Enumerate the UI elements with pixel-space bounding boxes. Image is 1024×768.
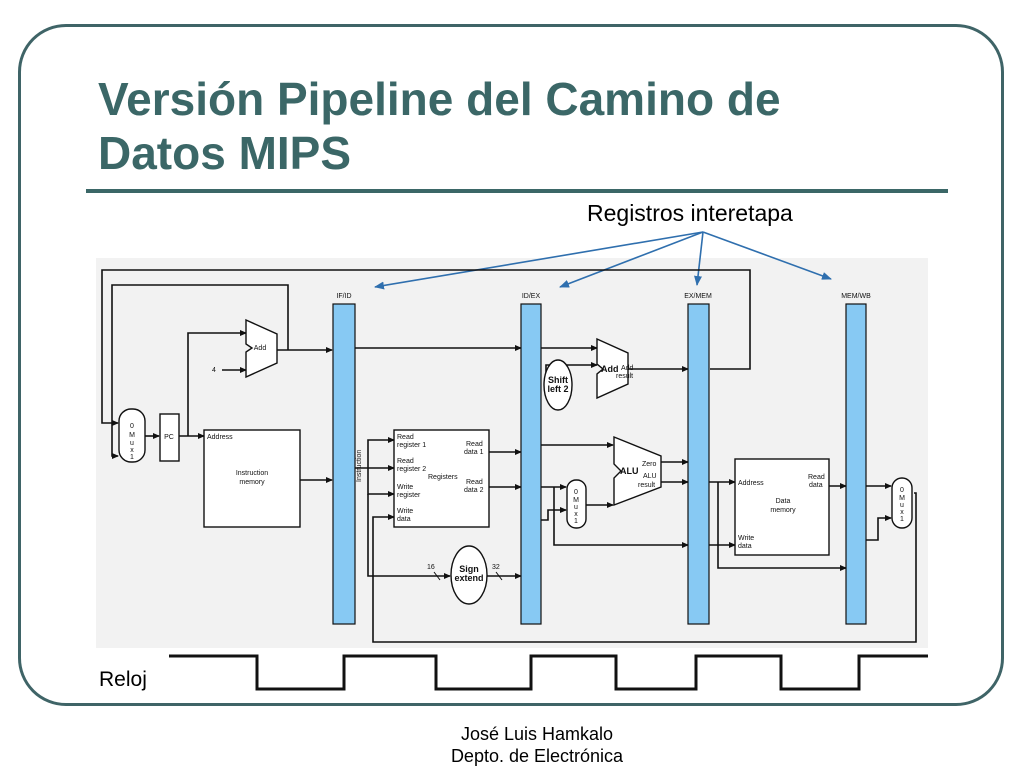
shift-left-2-unit: Shift left 2 [543,359,573,411]
svg-text:0: 0 [574,489,578,496]
arrow-to-id-ex [559,231,704,288]
svg-text:Add: Add [601,364,619,374]
svg-text:register: register [397,492,421,499]
svg-text:x: x [574,511,578,518]
svg-text:1: 1 [130,454,134,461]
interstage-registers-label: Registros interetapa [587,200,793,226]
svg-text:data: data [809,482,823,489]
slide-title: Versión Pipeline del Camino de Datos MIP… [98,72,958,180]
svg-text:Read: Read [397,434,414,441]
svg-text:u: u [130,440,134,447]
pipeline-registers: IF/ID ID/EX EX/MEM MEM/WB [332,293,871,625]
slide-frame [18,24,1004,706]
svg-text:Read: Read [466,441,483,448]
instruction-output-label: Instruction [356,450,363,482]
svg-text:M: M [129,432,135,439]
svg-text:extend: extend [454,573,483,583]
branch-adder: Add Add result [596,337,634,400]
author-name: José Luis Hamkalo [460,724,614,744]
svg-text:left 2: left 2 [547,384,568,394]
arrow-to-ex-mem [694,231,704,286]
svg-text:Read: Read [397,458,414,465]
svg-text:result: result [638,482,655,489]
svg-text:data: data [738,543,752,550]
svg-text:M: M [899,495,905,502]
svg-text:Address: Address [207,434,233,441]
arrow-to-mem-wb [702,231,832,280]
svg-text:u: u [574,504,578,511]
ex-mem-label: EX/MEM [684,293,712,300]
svg-text:Registers: Registers [428,474,458,481]
svg-text:Add: Add [254,345,267,352]
svg-text:Read: Read [466,479,483,486]
svg-text:data 2: data 2 [464,487,484,494]
svg-text:Read: Read [808,474,825,481]
svg-text:Shift: Shift [548,375,568,385]
svg-text:memory: memory [770,507,796,514]
svg-text:Write: Write [397,484,413,491]
svg-text:1: 1 [900,516,904,523]
svg-text:data: data [397,516,411,523]
arrow-to-if-id [374,231,704,290]
svg-text:x: x [900,509,904,516]
svg-text:data 1: data 1 [464,449,484,456]
annotation-arrows [374,231,832,290]
svg-text:register 1: register 1 [397,442,426,449]
svg-text:0: 0 [130,423,134,430]
svg-text:Add: Add [621,365,634,372]
data-memory: Address Read data Data memory Write data [734,458,830,556]
if-id-label: IF/ID [336,293,351,300]
alu-src-mux: 0 M u x 1 [566,479,587,529]
svg-text:Sign: Sign [459,564,479,574]
mem-wb-label: MEM/WB [841,293,871,300]
pc-adder: Add 4 [212,318,278,379]
if-id-register [332,303,356,625]
pc-mux: 0 M u x 1 [118,408,146,463]
sign-extend-unit: Sign extend 16 32 [427,545,503,605]
svg-text:ALU: ALU [643,473,657,480]
clock-waveform [169,654,928,691]
ex-mem-register [687,303,710,625]
instruction-memory: Address Instruction memory Instruction [203,429,363,528]
alu: ALU Zero ALU result [613,435,662,507]
svg-text:M: M [573,497,579,504]
svg-text:32: 32 [492,564,500,571]
datapath-wires [101,269,917,643]
register-file: Read register 1 Read register 2 Write re… [393,429,490,528]
svg-text:Data: Data [776,498,791,505]
svg-text:Instruction: Instruction [236,470,268,477]
svg-text:register 2: register 2 [397,466,426,473]
clock-label: Reloj [99,668,147,691]
svg-text:memory: memory [239,479,265,486]
svg-text:ALU: ALU [620,466,639,476]
svg-text:result: result [616,373,633,380]
svg-text:u: u [900,502,904,509]
svg-text:Write: Write [738,535,754,542]
constant-four: 4 [212,367,216,374]
svg-text:1: 1 [574,518,578,525]
department-name: Depto. de Electrónica [450,746,624,766]
svg-text:Zero: Zero [642,461,657,468]
title-underline [86,189,948,193]
writeback-mux: 0 M u x 1 [891,477,913,529]
program-counter: PC [159,413,180,462]
svg-text:16: 16 [427,564,435,571]
title-line-2: Datos MIPS [98,127,352,179]
svg-text:Write: Write [397,508,413,515]
svg-text:PC: PC [164,434,174,441]
title-line-1: Versión Pipeline del Camino de [98,73,781,125]
id-ex-label: ID/EX [522,293,541,300]
id-ex-register [520,303,542,625]
mem-wb-register [845,303,867,625]
svg-text:x: x [130,447,134,454]
svg-text:0: 0 [900,487,904,494]
svg-text:Address: Address [738,480,764,487]
